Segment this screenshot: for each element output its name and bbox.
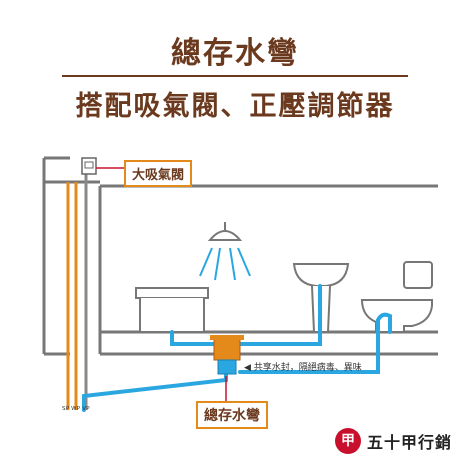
air-valve-icon <box>81 157 97 175</box>
toilet-icon <box>360 261 433 333</box>
brand-name: 五十甲行銷 <box>367 433 453 452</box>
pipe-toilet <box>238 312 392 374</box>
trap-icon <box>210 335 244 375</box>
air-valve-label: 大吸氣閥 <box>124 160 193 187</box>
trap-note: ◀ 共享水封，隔絕病毒、異味 <box>244 363 362 373</box>
pipe-main <box>82 368 228 412</box>
brand: 甲 五十甲行銷 <box>335 428 452 454</box>
page-title: 總存水彎 <box>171 36 299 71</box>
drain-pipes <box>82 284 392 412</box>
brand-logo: 甲 <box>335 428 361 454</box>
trap-label: 總存水彎 <box>196 401 268 429</box>
riser-pipes <box>66 170 88 410</box>
shower-icon <box>199 222 251 281</box>
pipe-tags: SP WP VP <box>62 406 90 412</box>
pipe-bathtub <box>170 330 216 346</box>
page-subtitle: 搭配吸氣閥、正壓調節器 <box>75 91 395 122</box>
pipe-sink <box>238 284 322 346</box>
bathtub-icon <box>135 287 209 333</box>
title-divider <box>62 75 408 77</box>
